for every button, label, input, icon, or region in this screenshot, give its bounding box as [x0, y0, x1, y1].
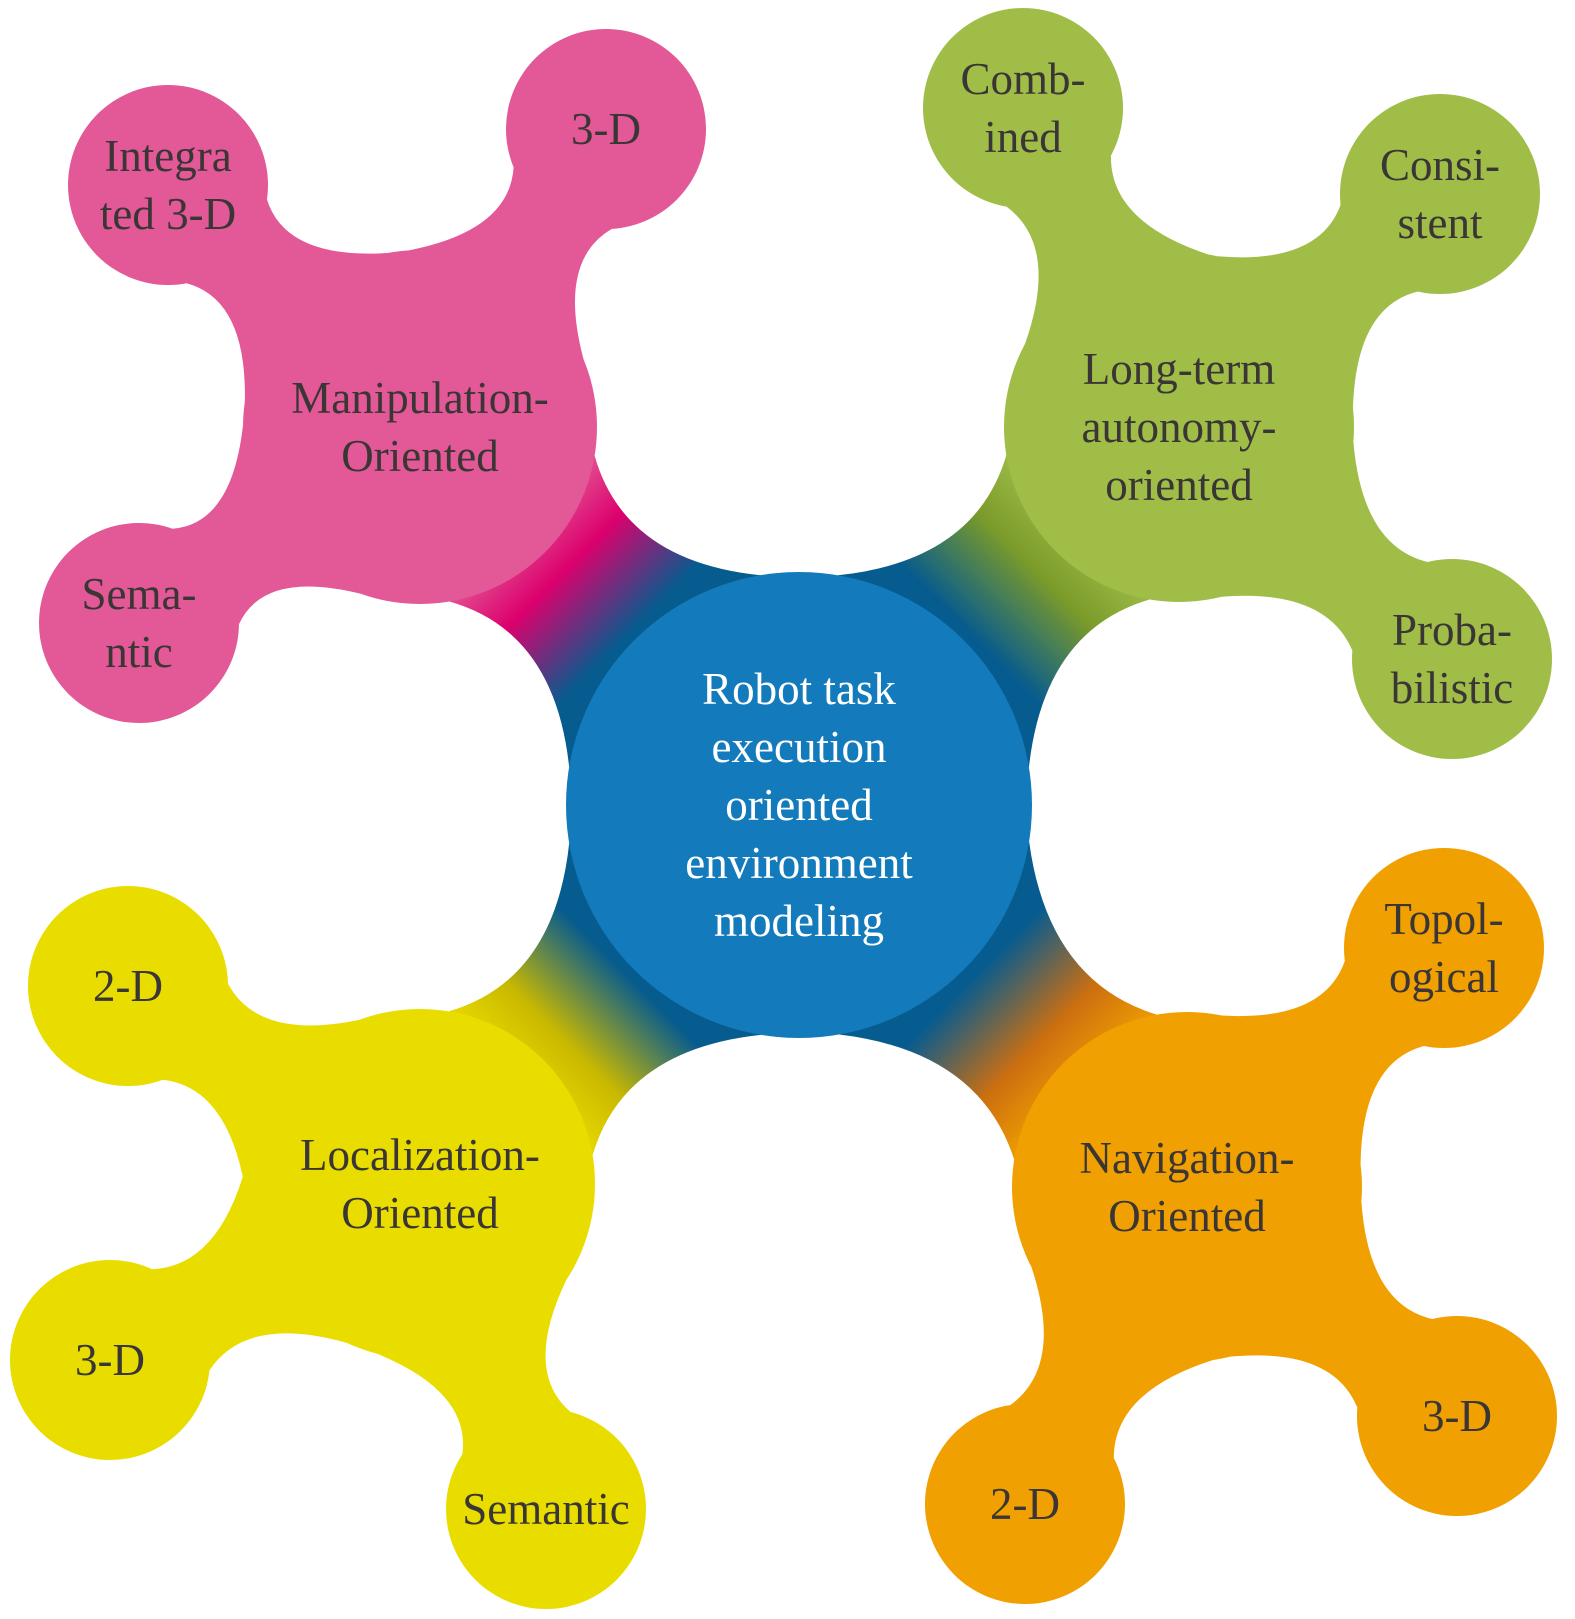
leaf-node-localization-circle — [10, 1260, 210, 1460]
leaf-node-longterm-label: stent — [1398, 198, 1483, 248]
leaf-node-longterm[interactable]: Comb-ined — [923, 8, 1123, 208]
branch-node-localization-label: Oriented — [341, 1188, 498, 1238]
leaf-node-localization[interactable]: Semantic — [446, 1409, 646, 1609]
central-topic-node-label: oriented — [725, 780, 872, 830]
leaf-node-navigation-label: 3-D — [1422, 1391, 1492, 1441]
connector-navigation-child — [1010, 1267, 1213, 1458]
leaf-node-manipulation-circle — [39, 523, 239, 723]
leaf-node-longterm[interactable]: Proba-bilistic — [1352, 559, 1552, 759]
leaf-node-navigation-label: Topol- — [1384, 894, 1503, 944]
branch-node-navigation[interactable]: Navigation- Oriented — [1012, 1012, 1362, 1362]
branch-node-navigation-label: Oriented — [1108, 1191, 1265, 1241]
branch-node-manipulation-label: Manipulation- — [291, 373, 548, 423]
central-topic-node[interactable]: Robot task execution oriented environment mo… — [566, 572, 1032, 1038]
branch-node-longterm-label: oriented — [1105, 460, 1252, 510]
leaf-node-manipulation[interactable]: 3-D — [506, 29, 706, 229]
leaf-node-localization-label: Semantic — [462, 1484, 629, 1534]
leaf-node-manipulation-circle — [506, 29, 706, 229]
branch-node-localization[interactable]: Localization- Oriented — [245, 1009, 595, 1359]
leaf-node-manipulation-label: ted 3-D — [100, 189, 236, 239]
central-topic-node-label: execution — [712, 722, 887, 772]
leaf-node-localization-label: 2-D — [93, 961, 163, 1011]
branch-node-longterm-circle — [1004, 252, 1354, 602]
leaf-node-longterm-circle — [923, 8, 1123, 208]
connector-longterm-child — [1006, 155, 1208, 344]
leaf-node-localization-circle — [446, 1409, 646, 1609]
leaf-node-longterm-circle — [1340, 94, 1540, 294]
branch-node-longterm-label: autonomy- — [1082, 402, 1277, 452]
central-topic-node-label: environment — [685, 838, 913, 888]
leaf-node-manipulation-circle — [68, 85, 268, 285]
leaf-node-localization[interactable]: 3-D — [10, 1260, 210, 1460]
branch-node-longterm-label: Long-term — [1083, 344, 1275, 394]
leaf-node-manipulation[interactable]: Integra ted 3-D — [68, 85, 268, 285]
central-topic-node-label: Robot task — [702, 664, 896, 714]
leaf-node-navigation-circle — [925, 1404, 1125, 1604]
central-topic-node-label: modeling — [714, 896, 884, 946]
leaf-node-longterm-label: ined — [984, 112, 1061, 162]
leaf-node-navigation-circle — [1344, 848, 1544, 1048]
nodes: Robot task execution oriented environment mo… — [10, 8, 1557, 1609]
leaf-node-longterm-circle — [1352, 559, 1552, 759]
leaf-node-localization-label: 3-D — [75, 1335, 145, 1385]
leaf-node-manipulation-label: Integra — [104, 131, 231, 181]
leaf-node-navigation[interactable]: 2-D — [925, 1404, 1125, 1604]
leaf-node-localization-circle — [28, 886, 228, 1086]
branch-node-longterm[interactable]: Long-term autonomy-oriented — [1004, 252, 1354, 602]
leaf-node-navigation[interactable]: 3-D — [1357, 1316, 1557, 1516]
leaf-node-longterm[interactable]: Consi-stent — [1340, 94, 1540, 294]
leaf-node-longterm-label: Consi- — [1380, 140, 1500, 190]
leaf-node-navigation-label: ogical — [1389, 952, 1499, 1002]
leaf-node-navigation-circle — [1357, 1316, 1557, 1516]
central-topic-node-circle — [566, 572, 1032, 1038]
branch-node-localization-circle — [245, 1009, 595, 1359]
branch-node-manipulation[interactable]: Manipulation- Oriented — [243, 250, 597, 604]
leaf-node-navigation[interactable]: Topol-ogical — [1344, 848, 1544, 1048]
leaf-node-manipulation-label: ntic — [105, 627, 172, 677]
branch-node-navigation-label: Navigation- — [1080, 1133, 1295, 1183]
leaf-node-manipulation-label: Sema- — [82, 569, 197, 619]
leaf-node-navigation-label: 2-D — [990, 1479, 1060, 1529]
leaf-node-manipulation-label: 3-D — [571, 104, 641, 154]
branch-node-navigation-circle — [1012, 1012, 1362, 1362]
branch-node-manipulation-circle — [243, 250, 597, 604]
leaf-node-longterm-label: bilistic — [1391, 663, 1514, 713]
leaf-node-longterm-label: Comb- — [960, 54, 1085, 104]
leaf-node-localization[interactable]: 2-D — [28, 886, 228, 1086]
leaf-node-manipulation[interactable]: Sema-ntic — [39, 523, 239, 723]
branch-node-localization-label: Localization- — [300, 1130, 540, 1180]
branch-node-manipulation-label: Oriented — [341, 431, 498, 481]
leaf-node-longterm-label: Proba- — [1392, 605, 1512, 655]
